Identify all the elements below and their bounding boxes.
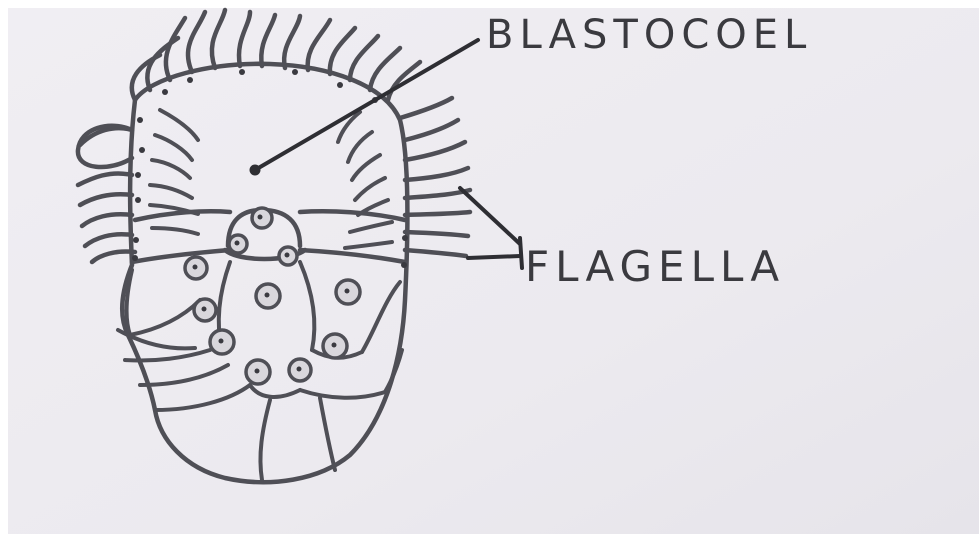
flagella-bracket <box>520 238 522 268</box>
flagella-pointer-lower <box>468 256 520 258</box>
blastocoel-label: BLASTOCOEL <box>486 12 812 58</box>
flagella-label: FLAGELLA <box>525 242 785 291</box>
